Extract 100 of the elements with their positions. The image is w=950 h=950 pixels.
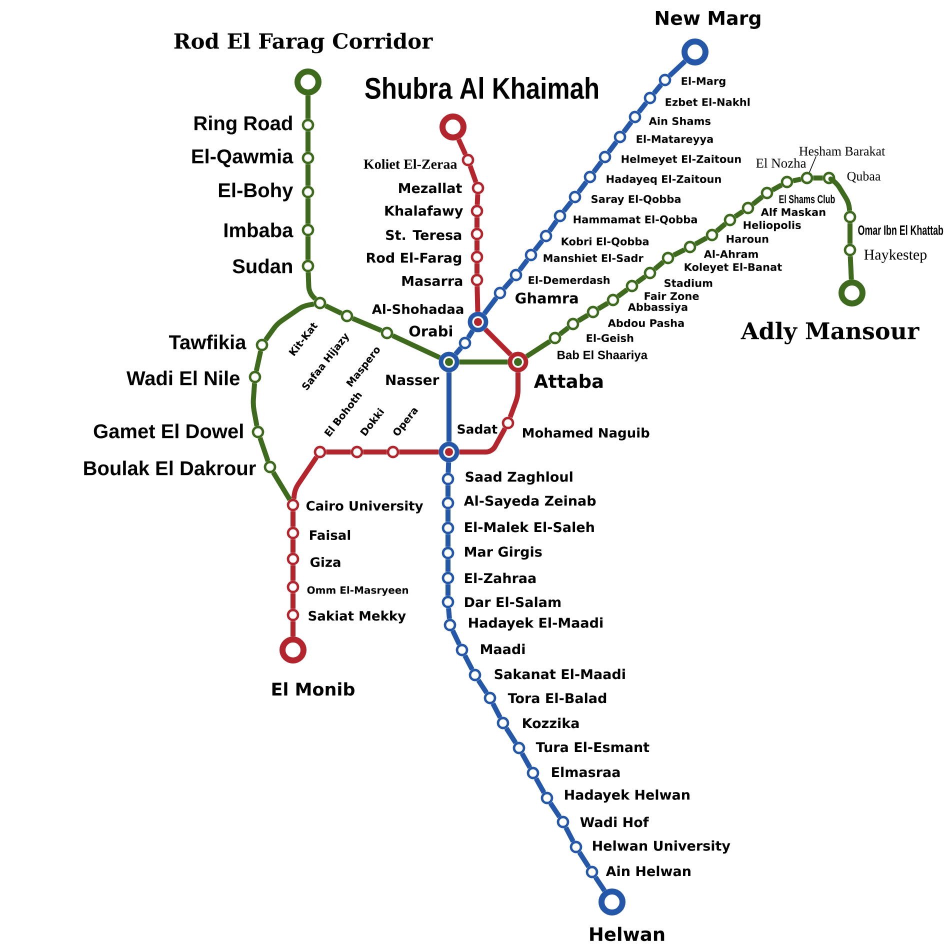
rail-line: [476, 678, 489, 694]
station-name: Bab El Shaariya: [558, 350, 648, 362]
rail-line: [462, 654, 474, 671]
station-name: Imbaba: [224, 222, 294, 238]
leader-line: [809, 156, 816, 173]
station-name: El Nozha: [756, 158, 806, 168]
station-name: El Shams Club: [779, 194, 835, 204]
station-name: Cairo University: [306, 500, 424, 514]
rail-line: [306, 272, 318, 301]
station-name: Omm El-Masryeen: [307, 586, 408, 596]
rail-line: [306, 236, 310, 260]
rail-line: [751, 194, 764, 206]
rail-line: [459, 427, 508, 454]
station-circle: [800, 172, 814, 184]
station-name: Koliet El-Zeraa: [364, 159, 457, 169]
station-name: Ring Road: [194, 116, 292, 134]
station-name: El-Qawmia: [192, 148, 294, 168]
station-name: Manshiet El-Sadr: [544, 254, 644, 262]
rail-line: [326, 450, 351, 454]
terminus-name: Helwan: [590, 926, 664, 942]
station-name: Koleyet El-Banat: [684, 262, 782, 274]
terminus-name: Shubra Al Khaimah: [365, 76, 598, 100]
rail-line: [291, 456, 319, 500]
rail-line: [446, 485, 450, 497]
station-name: Hesham Barakat: [799, 146, 886, 156]
rail-line: [363, 450, 387, 454]
station-name: Orabi: [409, 325, 452, 337]
rail-line: [306, 131, 310, 152]
rail-line: [715, 222, 727, 233]
rail-line: [290, 593, 296, 609]
station-name: Saray El-Qobba: [592, 194, 680, 206]
rail-line: [446, 608, 452, 620]
station-name: El-Matareyya: [636, 134, 713, 146]
rail-line: [668, 59, 687, 78]
station-name: Helwan University: [593, 840, 730, 854]
rail-line: [446, 559, 450, 572]
station-name: Mezallat: [399, 182, 462, 194]
rail-line: [271, 471, 292, 501]
rail-line: [446, 462, 452, 473]
station-name: Heliopolis: [744, 220, 801, 232]
rail-line: [558, 326, 570, 336]
station-name: Mar Girgis: [465, 546, 542, 560]
station-name: Fair Zone: [644, 292, 699, 300]
rail-line: [592, 160, 604, 174]
rail-line: [694, 236, 708, 246]
station-name: Hadayek El-Maadi: [469, 617, 602, 631]
rail-line: [483, 327, 513, 357]
station-name: Masarra: [402, 276, 462, 286]
station-name: Saad Zaghloul: [466, 471, 572, 485]
rail-line: [290, 511, 296, 527]
rail-line: [520, 752, 532, 769]
rail-line: [848, 256, 854, 280]
station-name: Gamet El Dowel: [94, 424, 243, 438]
station-name: Stadium: [664, 278, 712, 288]
rail-line: [577, 850, 591, 868]
rail-line: [474, 263, 480, 274]
station-name: Hadayek Helwan: [565, 789, 690, 803]
station-name: Dar El-Salam: [465, 596, 560, 608]
station-name: Giza: [310, 556, 340, 568]
rail-line: [450, 630, 462, 646]
rail-line: [474, 217, 480, 228]
station-name: El-Geish: [586, 334, 634, 342]
station-name: Kozzika: [523, 718, 579, 728]
station-name: Ain Helwan: [606, 866, 690, 876]
station-name: Hadayeq El-Zaitoun: [606, 174, 721, 186]
station-name: Al-Sayeda Zeinab: [464, 495, 596, 509]
rail-line: [258, 437, 270, 462]
terminus-name: El Monib: [272, 682, 354, 696]
station-name: Al-Shohadaa: [372, 304, 464, 314]
rail-line: [446, 509, 450, 522]
rail-line: [576, 180, 588, 194]
rail-line: [290, 621, 296, 636]
rail-line: [254, 350, 264, 372]
station-name: Haroun: [726, 235, 768, 243]
station-name: Hammamat El-Qobba: [574, 215, 697, 225]
station-name: Omar Ibn El Khattab: [858, 225, 944, 235]
terminus-name: New Marg: [656, 11, 760, 29]
rail-line: [652, 83, 663, 95]
rail-line: [518, 258, 530, 272]
station-name: Alf Maskan: [760, 208, 826, 216]
rail-line: [482, 296, 498, 316]
rail-line: [474, 286, 480, 312]
station-name: Khalafawy: [385, 205, 463, 219]
rail-line: [548, 220, 558, 232]
rail-line: [446, 584, 450, 596]
station-name: El-Bohy: [218, 182, 294, 202]
rail-line: [459, 360, 508, 364]
rail-line: [508, 372, 520, 418]
station-name: Ghamra: [516, 292, 578, 304]
rail-line: [456, 138, 468, 156]
station-name: Wadi El Nile: [126, 370, 240, 386]
station-name: Sadat: [458, 424, 498, 434]
station-name: St. Teresa: [386, 230, 462, 240]
station-name: Rod El-Farag: [366, 252, 462, 266]
terminus-name: Rod El Farag Corridor: [174, 32, 433, 54]
rail-line: [324, 303, 342, 316]
station-name: Qubaa: [847, 171, 881, 183]
rail-line: [290, 539, 296, 553]
rail-line: [622, 120, 634, 134]
station-name: Wadi Hof: [580, 816, 649, 828]
